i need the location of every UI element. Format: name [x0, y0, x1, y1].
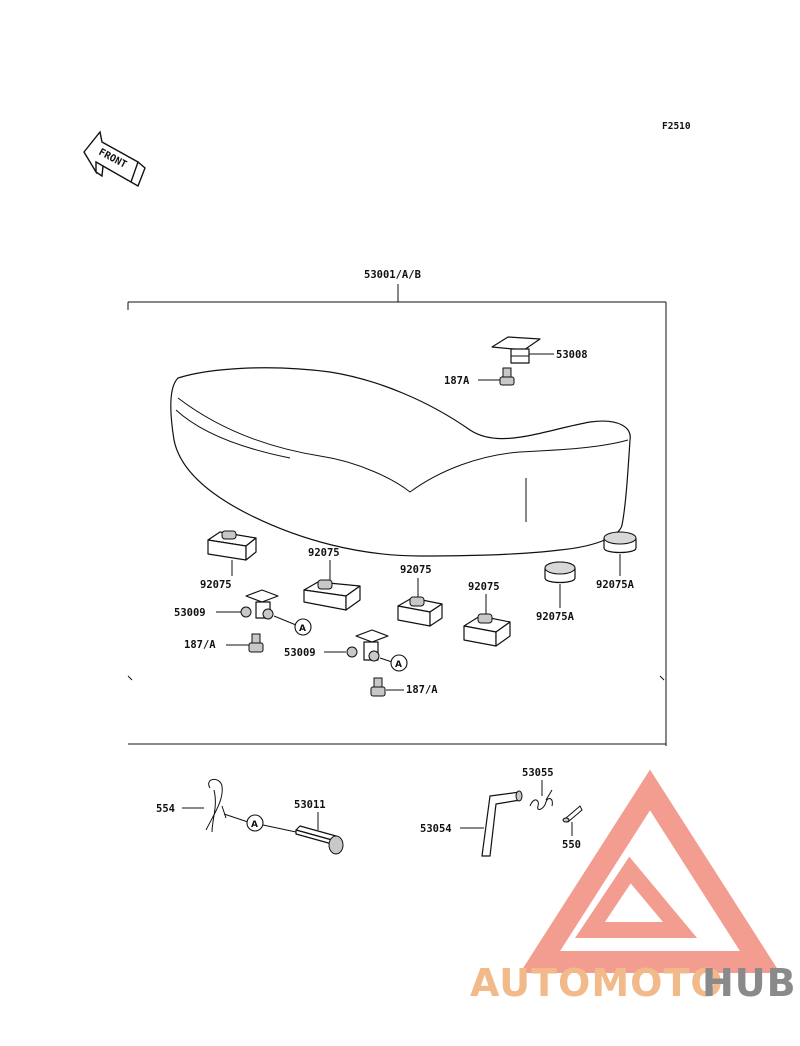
front-arrow-icon: FRONT — [83, 130, 146, 188]
figure-id: F2510 — [662, 121, 691, 132]
label-bolt-left: 187/A — [184, 639, 216, 651]
label-seat-assembly: 53001/A/B — [364, 269, 421, 281]
logo-text-automoto: AUTOMOTO — [470, 961, 724, 1005]
bracket-53009-left — [216, 589, 297, 626]
cushion-2 — [303, 560, 361, 611]
automotohub-logo: AUTOMOTO HUB — [470, 769, 797, 1005]
assembly-bracket — [127, 284, 667, 746]
cushion-1 — [207, 530, 257, 576]
ref-marker-a-1: A — [294, 618, 312, 636]
bolt-187a-top — [478, 367, 515, 386]
label-spring: 53055 — [522, 767, 554, 779]
label-cushion-1: 92075 — [200, 579, 232, 591]
label-cap-1: 92075A — [536, 611, 575, 623]
label-clip: 554 — [156, 803, 175, 815]
label-rod: 53054 — [420, 823, 452, 835]
label-bolt-top: 187A — [444, 375, 470, 387]
cap-2 — [603, 531, 637, 576]
label-cushion-3: 92075 — [400, 564, 432, 576]
label-cap-2: 92075A — [596, 579, 635, 591]
bolt-187a-center — [370, 677, 404, 697]
svg-text:A: A — [395, 660, 402, 670]
label-bracket-center: 53009 — [284, 647, 316, 659]
bracket-53009-center — [324, 629, 393, 663]
pin-53011 — [295, 812, 344, 855]
cap-1 — [544, 561, 576, 608]
label-bracket-top: 53008 — [556, 349, 588, 361]
label-pin: 53011 — [294, 799, 326, 811]
cotter-pin-550 — [562, 805, 583, 836]
svg-text:A: A — [251, 820, 258, 830]
label-cushion-2: 92075 — [308, 547, 340, 559]
bracket-53008 — [491, 336, 554, 364]
rod-53054 — [460, 790, 523, 857]
ref-marker-a-3: A — [246, 814, 264, 832]
label-bolt-center: 187/A — [406, 684, 438, 696]
svg-text:A: A — [299, 624, 306, 634]
clip-554 — [182, 779, 249, 833]
label-bracket-left: 53009 — [174, 607, 206, 619]
bolt-187a-left — [226, 633, 264, 653]
seat — [170, 367, 631, 557]
spring-53055 — [529, 780, 553, 810]
label-cotter: 550 — [562, 839, 581, 851]
cushion-4 — [463, 594, 511, 647]
logo-text-hub: HUB — [702, 961, 797, 1005]
label-cushion-4: 92075 — [468, 581, 500, 593]
cushion-3 — [397, 578, 443, 627]
ref-marker-a-2: A — [390, 654, 408, 672]
